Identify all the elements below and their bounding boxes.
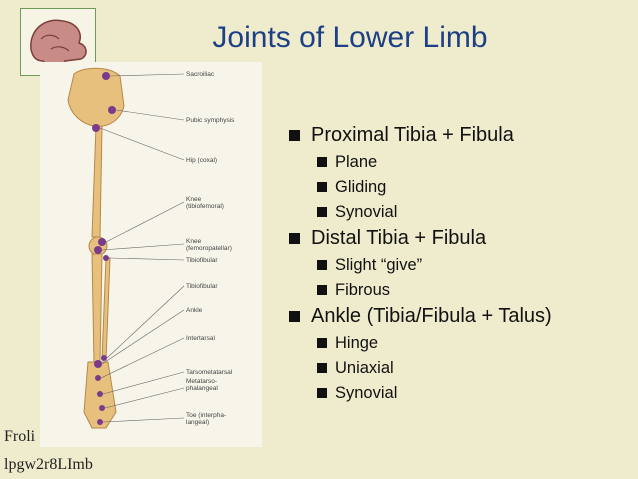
- label-toe: Toe (interpha- langeal): [186, 412, 227, 426]
- bullet-item: Plane: [287, 151, 627, 173]
- label-knee-femoropatellar: Knee (femoropatellar): [186, 238, 232, 252]
- bullet-item: Fibrous: [287, 279, 627, 301]
- label-tarsometatarsal: Tarsometatarsal: [186, 369, 233, 376]
- bullet-item: Synovial: [287, 382, 627, 404]
- bullet-item: Uniaxial: [287, 357, 627, 379]
- label-pubic-symphysis: Pubic symphysis: [186, 117, 235, 124]
- label-sacroiliac: Sacroiliac: [186, 71, 215, 78]
- footer-text: Froli: [4, 428, 36, 445]
- label-tibiofibular-proximal: Tibiofibular: [186, 257, 218, 264]
- bullet-item: Hinge: [287, 332, 627, 354]
- slide-title: Joints of Lower Limb: [212, 21, 488, 54]
- bullet-item: Slight “give”: [287, 254, 627, 276]
- bullet-heading: Distal Tibia + Fibula: [287, 226, 627, 251]
- footer-filename: lpgw2r8LImb: [4, 456, 93, 473]
- label-tibiofibular-distal: Tibiofibular: [186, 283, 218, 290]
- label-intertarsal: Intertarsal: [186, 335, 215, 342]
- bullet-item: Synovial: [287, 201, 627, 223]
- label-hip: Hip (coxal): [186, 157, 218, 164]
- bullet-heading: Ankle (Tibia/Fibula + Talus): [287, 304, 627, 329]
- label-metatarsophalangeal: Metatarso- phalangeal: [186, 378, 218, 392]
- label-ankle: Ankle: [186, 307, 203, 314]
- bullet-list: Proximal Tibia + Fibula Plane Gliding Sy…: [287, 120, 627, 407]
- bullet-item: Gliding: [287, 176, 627, 198]
- bullet-heading: Proximal Tibia + Fibula: [287, 123, 627, 148]
- lower-limb-diagram: Sacroiliac Pubic symphysis Hip (coxal) K…: [40, 62, 262, 447]
- label-knee-tibiofemoral: Knee (tibiofemoral): [186, 196, 224, 210]
